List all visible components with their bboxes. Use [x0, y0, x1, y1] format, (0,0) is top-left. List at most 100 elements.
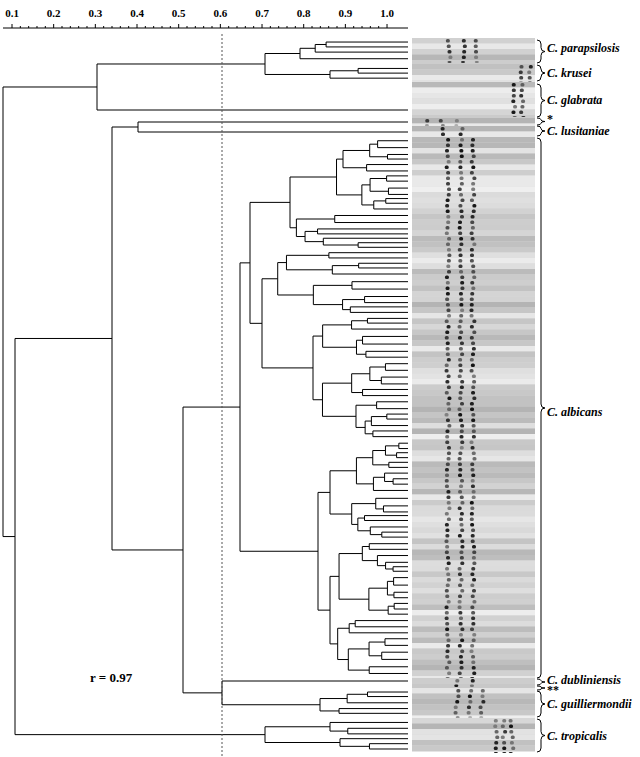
tree-branch — [358, 242, 408, 243]
gel-band — [459, 633, 463, 637]
gel-band — [460, 281, 464, 285]
gel-band — [470, 507, 474, 511]
gel-band — [470, 292, 474, 296]
gel-band — [460, 402, 464, 406]
gel-band — [445, 512, 449, 516]
gel-band — [459, 298, 463, 302]
tree-branch — [337, 159, 343, 160]
tree-branch — [356, 457, 372, 458]
gel-band — [460, 523, 464, 527]
tree-branch — [322, 383, 323, 416]
gel-band — [446, 155, 450, 159]
gel-band — [458, 644, 462, 648]
gel-band — [445, 628, 449, 632]
axis-value: 0.3 — [88, 6, 102, 20]
gel-lane — [412, 286, 535, 292]
gel-band — [459, 171, 463, 175]
axis-value: 0.8 — [297, 6, 311, 20]
gel-band — [470, 248, 474, 252]
tree-branch — [348, 648, 369, 649]
gel-lane — [412, 506, 535, 512]
cutoff-line — [222, 34, 223, 757]
tree-branch — [300, 58, 408, 59]
gel-band — [447, 254, 451, 258]
tree-branch — [332, 274, 408, 275]
tree-branch — [323, 245, 358, 246]
tree-branch — [265, 742, 340, 743]
gel-band — [470, 281, 474, 285]
gel-band — [471, 419, 475, 423]
gel-band — [459, 254, 463, 258]
gel-band — [448, 61, 452, 63]
gel-band — [460, 309, 464, 313]
gel-lane — [412, 126, 535, 132]
gel-band — [459, 347, 463, 351]
tree-branch — [332, 265, 358, 266]
tree-branch — [330, 471, 331, 514]
gel-band — [459, 314, 463, 318]
gel-band — [474, 39, 478, 43]
gel-lane — [412, 118, 535, 124]
gel-band — [446, 287, 450, 291]
gel-band — [472, 424, 476, 428]
gel-band — [521, 116, 525, 117]
tree-branch — [381, 377, 408, 378]
gel-band — [447, 237, 451, 241]
tree-branch — [356, 458, 357, 484]
gel-band — [460, 496, 464, 500]
gel-lane — [412, 198, 535, 204]
gel-band — [446, 573, 450, 577]
gel-band — [445, 226, 449, 230]
gel-lane — [412, 484, 535, 490]
gel-band — [472, 204, 476, 208]
gel-band — [458, 468, 462, 472]
tree-branch — [367, 318, 408, 319]
gel-band — [470, 144, 474, 148]
tree-branch — [222, 704, 320, 705]
tree-branch — [369, 549, 408, 550]
gel-band — [460, 342, 464, 346]
gel-band — [471, 468, 475, 472]
marker-label: * — [547, 112, 553, 126]
tree-branch — [369, 667, 370, 674]
gel-band — [494, 747, 498, 751]
gel-lane — [412, 264, 535, 270]
gel-band — [446, 677, 450, 678]
similarity-axis — [3, 24, 408, 28]
gel-lane — [412, 247, 535, 253]
tree-branch — [296, 219, 334, 220]
tree-branch — [265, 727, 266, 743]
tree-branch — [330, 722, 331, 731]
gel-band — [470, 650, 474, 654]
gel-band — [441, 125, 445, 126]
gel-band — [446, 584, 450, 588]
tree-branch — [362, 560, 377, 561]
gel-lane — [412, 621, 535, 627]
gel-band — [471, 595, 475, 599]
gel-band — [480, 695, 484, 699]
tree-branch — [387, 581, 388, 595]
tree-branch — [378, 147, 408, 148]
marker-label: ** — [547, 683, 559, 697]
gel-band — [460, 666, 464, 670]
gel-band — [460, 479, 464, 483]
gel-band — [527, 71, 531, 75]
tree-branch — [386, 198, 408, 199]
axis-minor-tick — [62, 26, 63, 28]
gel-band — [459, 369, 463, 373]
tree-branch — [369, 588, 388, 589]
gel-lane — [412, 705, 535, 711]
tree-branch — [387, 419, 408, 420]
gel-band — [446, 342, 450, 346]
gel-band — [472, 496, 476, 500]
gel-lane — [412, 616, 535, 622]
gel-band — [456, 689, 460, 693]
gel-band — [447, 639, 451, 643]
gel-band — [445, 232, 449, 236]
gel-band — [470, 232, 474, 236]
gel-band — [459, 265, 463, 269]
tree-branch — [183, 692, 222, 693]
gel-lane — [412, 588, 535, 594]
gel-lane — [412, 423, 535, 429]
gel-band — [458, 226, 462, 230]
